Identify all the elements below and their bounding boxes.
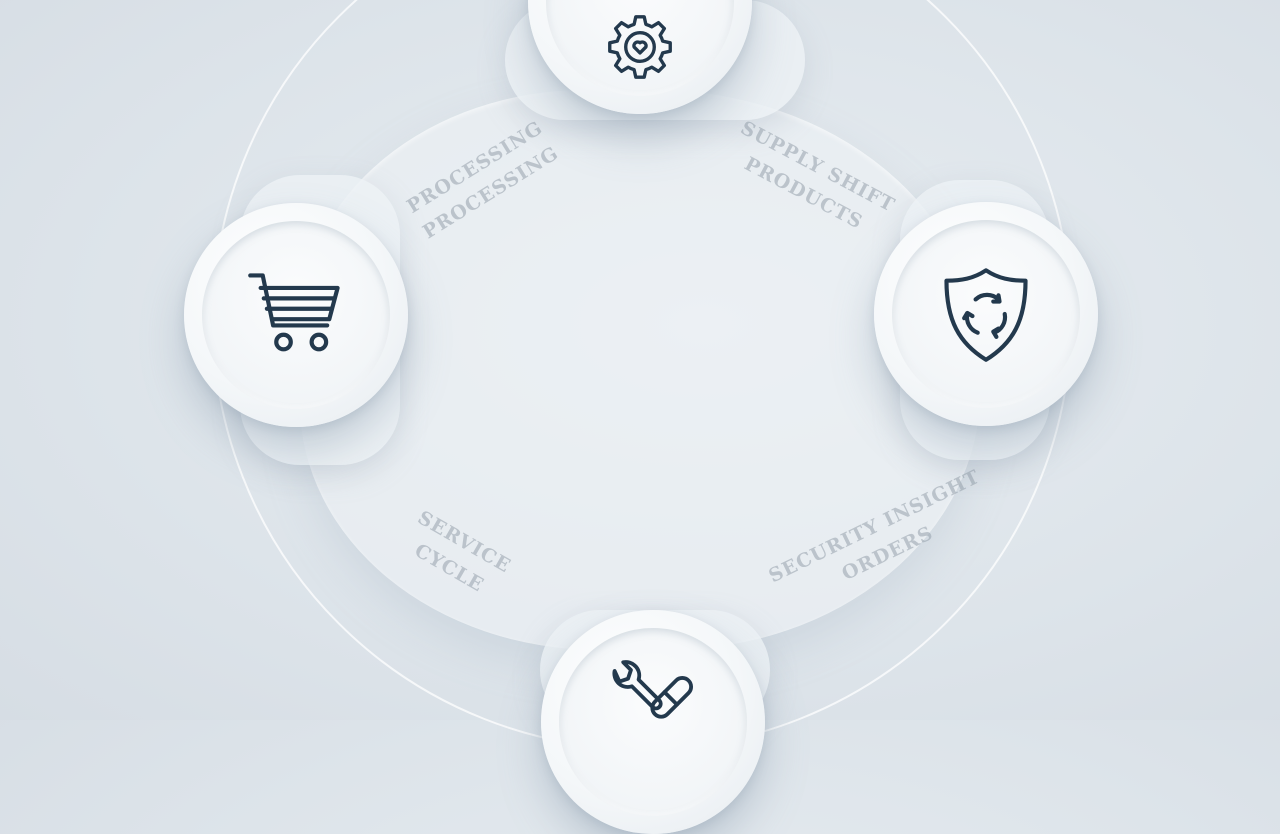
node-bottom-inner — [559, 628, 747, 816]
node-right-inner — [892, 220, 1080, 408]
node-right[interactable] — [874, 202, 1098, 426]
node-bottom[interactable] — [541, 610, 765, 834]
node-left-inner — [202, 221, 390, 409]
node-top[interactable] — [528, 0, 752, 114]
node-left[interactable] — [184, 203, 408, 427]
center-plate — [300, 90, 980, 650]
cycle-diagram: PROCESSING PROCESSING SUPPLY SHIFT PRODU… — [184, 0, 1098, 834]
shopping-cart-icon — [248, 273, 340, 352]
node-top-inner — [546, 0, 734, 96]
gear-heart-icon — [608, 15, 672, 79]
shield-recycle-icon — [944, 268, 1028, 362]
wrench-pill-icon — [612, 660, 694, 719]
